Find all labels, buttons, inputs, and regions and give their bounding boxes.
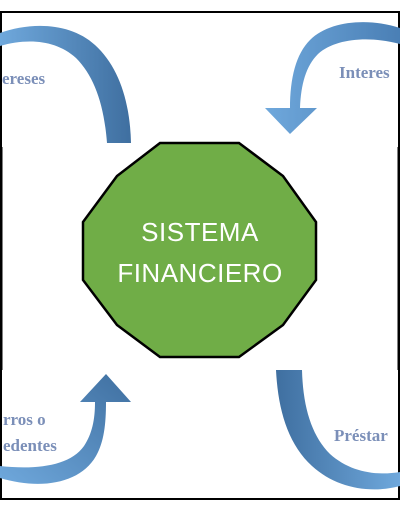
center-decagon [81, 141, 318, 359]
top-right-arrow [265, 22, 400, 134]
label-bottom-left-line1: rros o [3, 410, 46, 429]
bottom-left-arrow [0, 374, 131, 484]
center-label-line2: FINANCIERO [117, 258, 282, 288]
label-top-right: Interes [339, 63, 390, 82]
label-bottom-left-line2: edentes [3, 436, 57, 455]
center-label-line1: SISTEMA [141, 217, 259, 247]
label-bottom-right: Préstar [334, 426, 388, 445]
bottom-right-arrow [276, 370, 400, 490]
top-left-arrow [0, 25, 131, 144]
label-top-left: ereses [2, 69, 45, 88]
